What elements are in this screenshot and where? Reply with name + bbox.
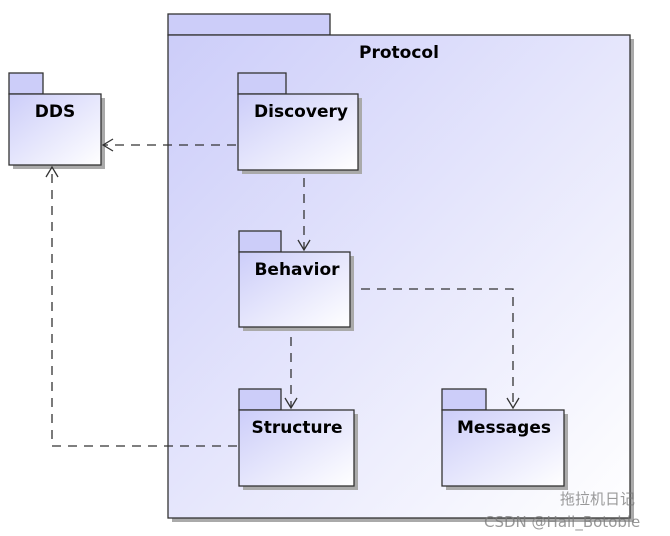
watermark-title: 拖拉机日记 — [560, 490, 636, 508]
package-structure[interactable]: Structure — [238, 388, 358, 490]
package-behavior[interactable]: Behavior — [238, 230, 354, 331]
dependency-discovery-behavior — [297, 178, 311, 252]
package-messages[interactable]: Messages — [441, 388, 568, 490]
package-protocol-label: Protocol — [359, 43, 439, 63]
package-dds[interactable]: DDS — [8, 72, 105, 169]
dependency-structure-dds — [45, 165, 237, 447]
dependency-discovery-dds — [101, 138, 236, 152]
package-messages-label: Messages — [457, 418, 551, 438]
package-discovery-label: Discovery — [254, 102, 348, 122]
watermark-author: CSDN @Hall_Botoble — [484, 513, 641, 531]
dependency-behavior-structure — [284, 337, 298, 410]
package-structure-label: Structure — [251, 418, 342, 438]
package-discovery[interactable]: Discovery — [237, 72, 362, 174]
dependency-behavior-messages — [361, 288, 520, 410]
package-behavior-label: Behavior — [254, 260, 340, 280]
package-dds-label: DDS — [35, 102, 75, 122]
